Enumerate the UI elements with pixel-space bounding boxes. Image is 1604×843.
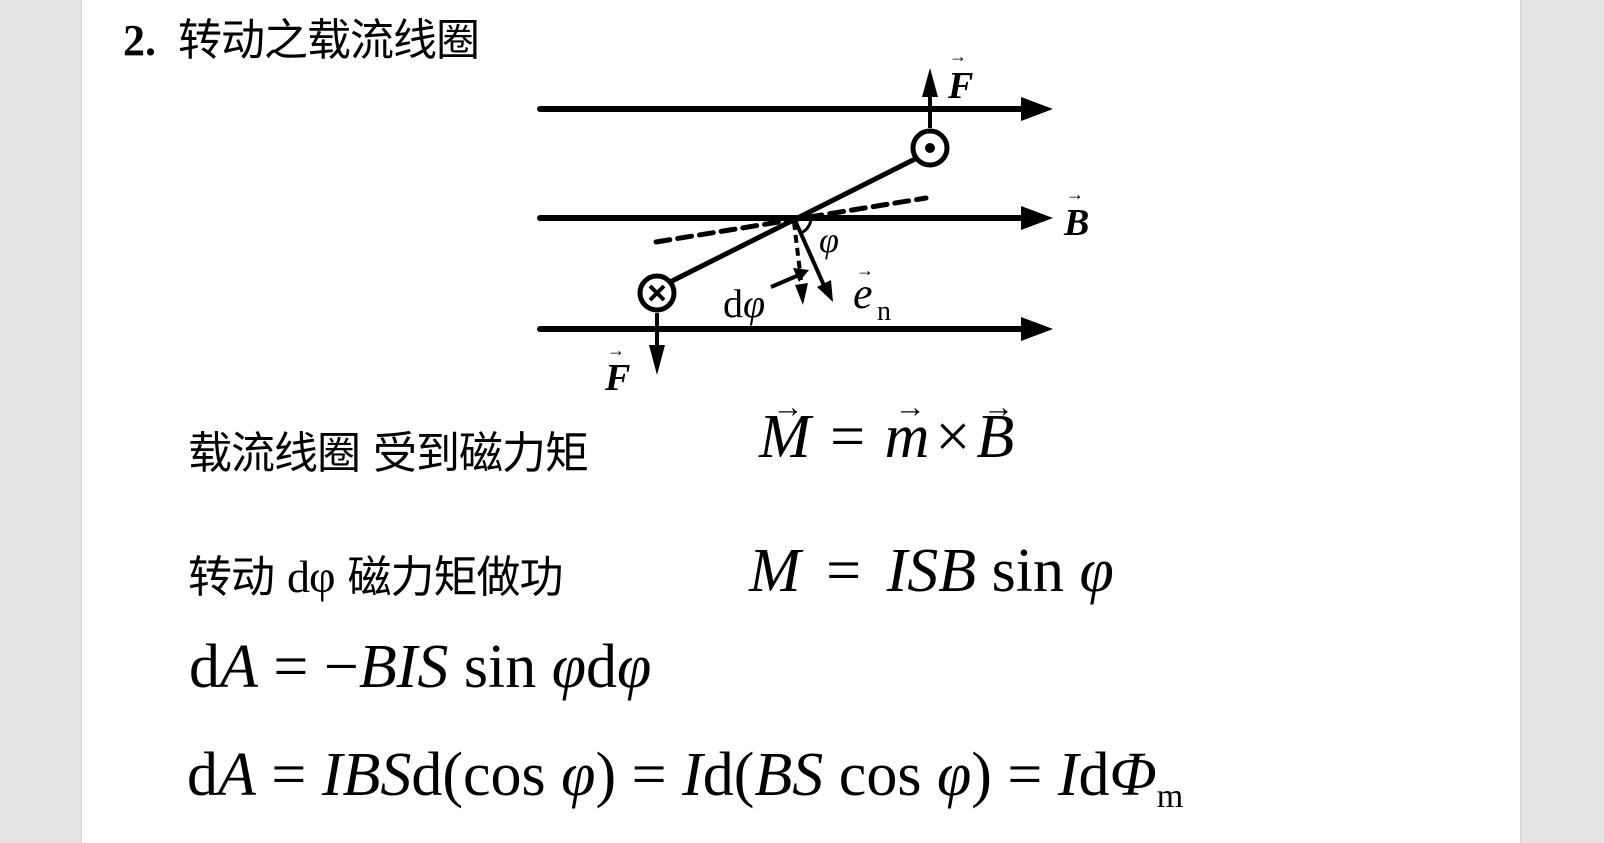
svg-text:→: → — [949, 55, 967, 66]
svg-text:→: → — [1066, 184, 1084, 204]
coil-cross-section — [666, 155, 919, 286]
work-differential-formula: dA = −BIS sin φdφ — [189, 633, 652, 701]
svg-text:e: e — [853, 269, 873, 318]
rotating-coil-diagram: → F → F → B φ dφ → e n — [537, 55, 1089, 399]
normal-label: → e n — [853, 260, 891, 327]
document-page: 2. 转动之载流线圈 — [81, 0, 1521, 843]
svg-text:n: n — [877, 296, 891, 327]
dphi-label: dφ — [723, 281, 765, 326]
dphi-arrow — [770, 273, 800, 289]
force-label-top: → F — [947, 55, 973, 107]
svg-text:→: → — [607, 340, 625, 360]
svg-text:F: F — [947, 65, 973, 107]
field-label-B: → B — [1063, 184, 1089, 244]
work-flux-formula: dA = IBSd(cos φ) = Id(BS cos φ) = IdΦm — [187, 741, 1184, 815]
section-heading: 2. 转动之载流线圈 — [123, 4, 480, 68]
rotated-normal-dashed — [792, 221, 803, 281]
angle-label-phi: φ — [819, 220, 839, 260]
force-label-bottom: → F — [604, 340, 630, 399]
current-in-icon — [637, 273, 677, 313]
work-description: 转动 dφ 磁力矩做功 — [188, 551, 564, 603]
section-number: 2. — [123, 16, 156, 65]
svg-text:F: F — [604, 357, 630, 399]
torque-vector-formula: M = m×B — [759, 402, 1014, 473]
current-out-icon — [910, 128, 950, 168]
torque-description: 载流线圈 受到磁力矩 — [188, 428, 589, 479]
svg-text:→: → — [856, 260, 874, 280]
svg-text:B: B — [1063, 202, 1089, 244]
normal-vector-arrow — [792, 217, 828, 291]
field-lines — [537, 106, 1029, 332]
field-arrowheads — [1021, 97, 1053, 341]
section-title: 转动之载流线圈 — [178, 15, 480, 66]
torque-magnitude-formula: M = ISB sin φ — [749, 537, 1114, 605]
angle-arc — [800, 217, 813, 235]
